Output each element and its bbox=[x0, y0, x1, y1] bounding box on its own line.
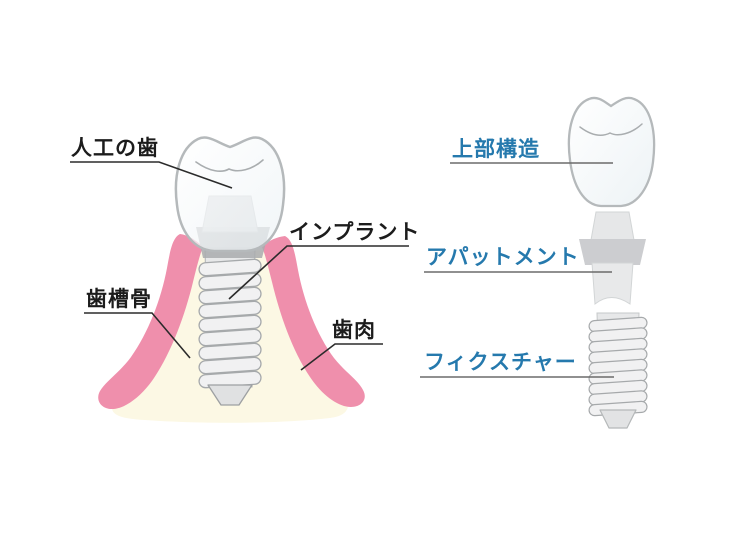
gum-left-shape bbox=[98, 234, 203, 409]
leader-lines-gray bbox=[420, 162, 614, 378]
label-abutment: アパットメント bbox=[426, 245, 580, 269]
leader-gum bbox=[300, 343, 383, 371]
fixture-piece bbox=[588, 312, 648, 429]
label-alveolar-bone: 歯槽骨 bbox=[86, 287, 152, 311]
fixture-tip bbox=[599, 409, 637, 429]
abutment-stem bbox=[590, 211, 635, 241]
gum-right-shape bbox=[262, 236, 365, 407]
abutment-collar bbox=[579, 239, 646, 265]
implant-screw-threads bbox=[198, 258, 262, 389]
leader-artificial-tooth bbox=[70, 161, 233, 189]
label-gum: 歯肉 bbox=[332, 318, 376, 342]
leader-implant bbox=[228, 245, 409, 300]
leader-lines-black bbox=[70, 161, 409, 371]
abutment-body bbox=[591, 262, 634, 305]
implant-screw-tip bbox=[207, 384, 253, 406]
right-diagram bbox=[567, 96, 656, 429]
crown-left bbox=[174, 136, 286, 253]
label-superstructure: 上部構造 bbox=[452, 137, 540, 161]
label-artificial-tooth: 人工の歯 bbox=[71, 136, 159, 160]
label-fixture: フィクスチャー bbox=[424, 350, 577, 374]
abutment-piece bbox=[579, 211, 646, 305]
left-diagram bbox=[98, 136, 365, 423]
crown-left-groove bbox=[195, 159, 264, 172]
leader-alveolar-bone bbox=[84, 312, 191, 359]
crown-right bbox=[567, 96, 656, 208]
crown-right-groove bbox=[579, 123, 643, 136]
fixture-threads bbox=[588, 316, 648, 417]
label-implant: インプラント bbox=[289, 220, 421, 244]
